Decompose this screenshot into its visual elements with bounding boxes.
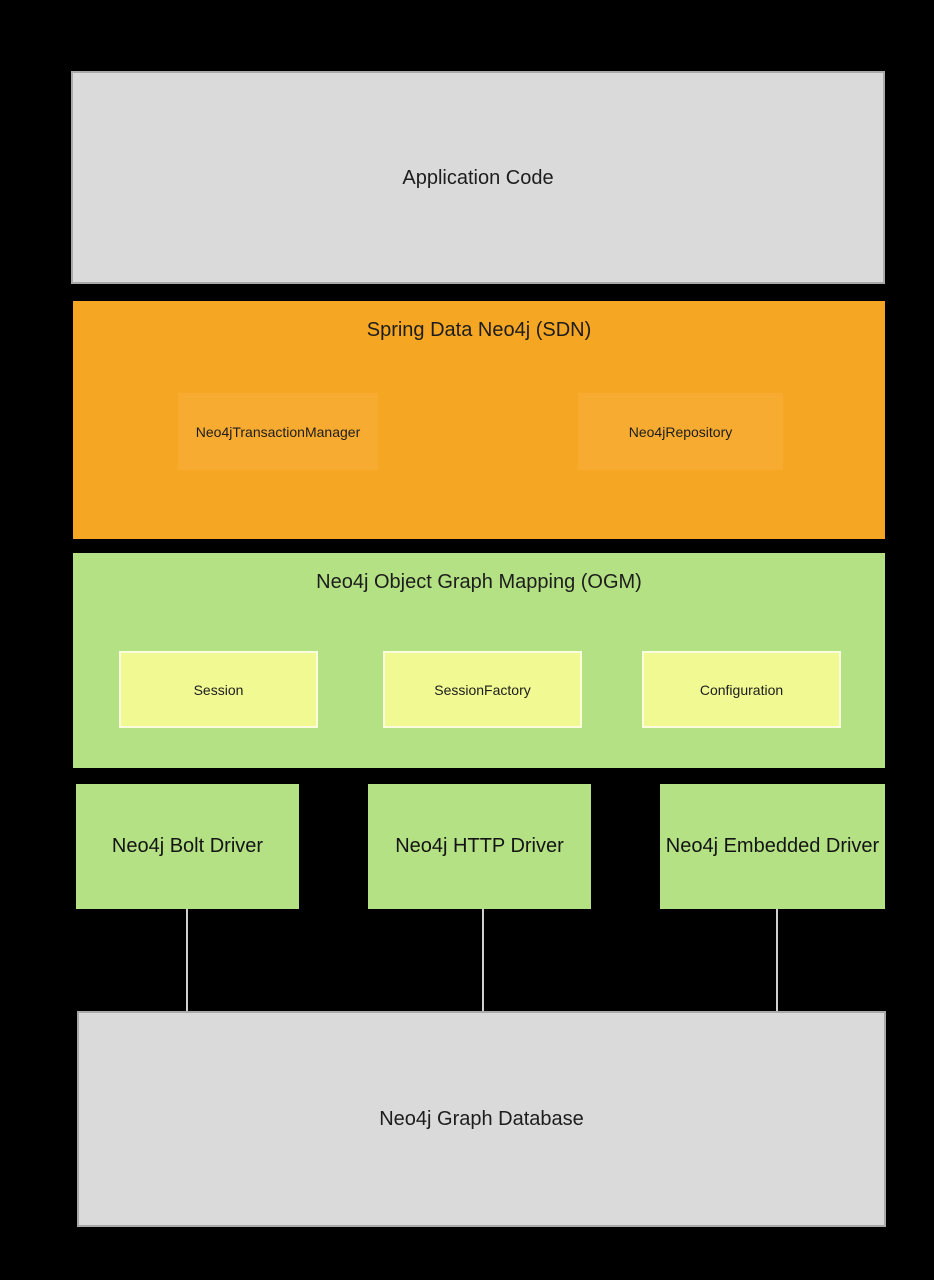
http-driver-box: Neo4j HTTP Driver	[368, 784, 591, 909]
neo4j-transaction-manager-label: Neo4jTransactionManager	[195, 423, 361, 440]
session-label: Session	[193, 681, 244, 698]
graph-database-box: Neo4j Graph Database	[77, 1011, 886, 1227]
configuration-box: Configuration	[642, 651, 841, 728]
graph-database-label: Neo4j Graph Database	[379, 1108, 584, 1130]
ogm-layer-title: Neo4j Object Graph Mapping (OGM)	[316, 571, 642, 593]
http-driver-label: Neo4j HTTP Driver	[395, 835, 564, 857]
embedded-driver-connector-line	[776, 909, 778, 1011]
neo4j-repository-box: Neo4jRepository	[578, 393, 783, 470]
neo4j-repository-label: Neo4jRepository	[628, 423, 733, 440]
session-box: Session	[119, 651, 318, 728]
neo4j-transaction-manager-box: Neo4jTransactionManager	[178, 393, 378, 470]
embedded-driver-box: Neo4j Embedded Driver	[660, 784, 885, 909]
sdn-layer-title: Spring Data Neo4j (SDN)	[366, 319, 592, 341]
bolt-driver-label: Neo4j Bolt Driver	[111, 835, 264, 857]
application-code-box: Application Code	[71, 71, 885, 284]
ogm-layer-box: Neo4j Object Graph Mapping (OGM) Session…	[73, 553, 885, 768]
session-factory-label: SessionFactory	[434, 681, 531, 698]
bolt-driver-connector-line	[186, 909, 188, 1011]
session-factory-box: SessionFactory	[383, 651, 582, 728]
embedded-driver-label: Neo4j Embedded Driver	[665, 835, 880, 857]
bolt-driver-box: Neo4j Bolt Driver	[76, 784, 299, 909]
sdn-layer-box: Spring Data Neo4j (SDN) Neo4jTransaction…	[73, 301, 885, 539]
http-driver-connector-line	[482, 909, 484, 1011]
configuration-label: Configuration	[699, 681, 784, 698]
application-code-label: Application Code	[402, 166, 554, 189]
